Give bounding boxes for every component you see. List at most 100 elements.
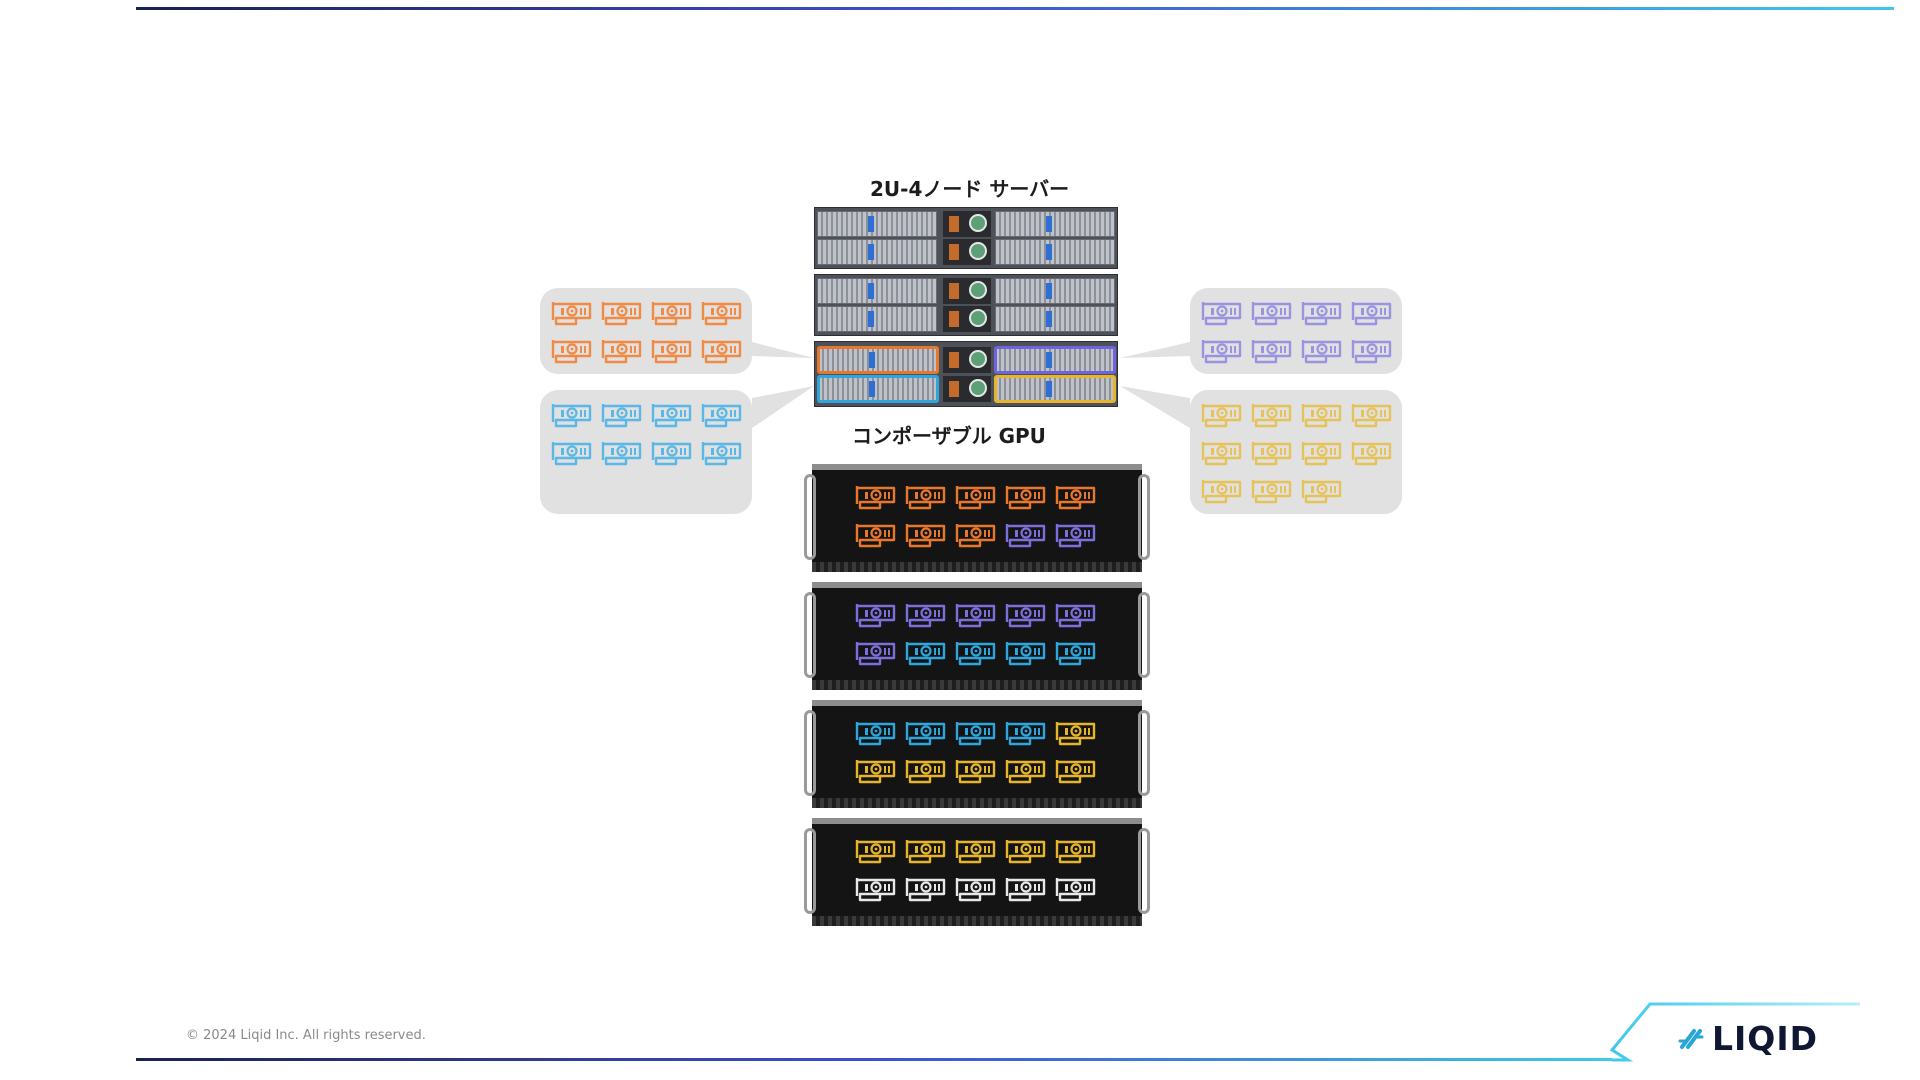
gpu-card-icon — [905, 760, 946, 784]
gpu-card-icon — [1351, 404, 1392, 428]
gpu-card-icon — [955, 722, 996, 746]
gpu-card-icon — [651, 442, 692, 466]
bottom-accent-rule — [136, 1058, 1612, 1061]
server-node — [995, 306, 1115, 332]
gpu-card-icon — [1201, 480, 1242, 504]
gpu-card-icon — [551, 340, 592, 364]
gpu-card-icon — [1005, 878, 1046, 902]
gpu-chassis — [804, 464, 1150, 572]
gpu-card-icon — [1301, 480, 1342, 504]
chassis-vent — [812, 562, 1142, 572]
server-chassis-top — [814, 207, 1118, 269]
gpu-slots — [854, 718, 1098, 786]
gpu-card-icon — [855, 524, 896, 548]
gpu-card-icon — [1201, 302, 1242, 326]
chassis-rail — [812, 700, 1142, 706]
gpu-card-icon — [701, 340, 742, 364]
gpu-slots — [854, 482, 1098, 550]
gpu-card-icon — [651, 302, 692, 326]
gpu-chassis — [804, 700, 1150, 808]
gpu-card-icon — [1201, 404, 1242, 428]
gpu-bubble-yellow — [1190, 390, 1402, 514]
gpu-card-icon — [955, 840, 996, 864]
gpu-card-icon — [651, 340, 692, 364]
gpu-card-icon — [701, 302, 742, 326]
server-node — [817, 278, 937, 304]
gpu-card-icon — [955, 642, 996, 666]
gpu-card-icon — [1301, 404, 1342, 428]
chassis-rail — [812, 464, 1142, 470]
chassis-rail — [812, 582, 1142, 588]
gpu-card-icon — [1351, 442, 1392, 466]
pointer-blue — [752, 386, 814, 428]
server-node — [995, 239, 1115, 265]
gpu-card-icon — [855, 604, 896, 628]
gpu-card-icon — [1005, 760, 1046, 784]
gpu-card-icon — [1055, 604, 1096, 628]
gpu-card-icon — [1005, 642, 1046, 666]
gpu-card-icon — [955, 760, 996, 784]
server-chassis-bottom — [814, 341, 1118, 407]
gpu-card-icon — [855, 760, 896, 784]
server-node — [995, 278, 1115, 304]
gpu-card-icon — [551, 404, 592, 428]
gpu-card-icon — [855, 878, 896, 902]
gpu-card-icon — [1251, 480, 1292, 504]
node-highlight-blue — [817, 375, 939, 403]
chassis-vent — [812, 680, 1142, 690]
gpu-card-icon — [1005, 840, 1046, 864]
gpu-card-icon — [905, 486, 946, 510]
power-supply — [943, 347, 991, 373]
gpu-card-icon — [955, 486, 996, 510]
pointer-purple — [1120, 342, 1190, 358]
power-supply — [943, 239, 991, 265]
power-supply — [943, 306, 991, 332]
gpu-card-icon — [1251, 404, 1292, 428]
power-supply — [943, 278, 991, 304]
server-node — [817, 239, 937, 265]
liqid-logo: LIQID — [1676, 1019, 1818, 1058]
gpu-card-icon — [1301, 442, 1342, 466]
chassis-vent — [812, 798, 1142, 808]
gpu-card-icon — [1005, 604, 1046, 628]
gpu-card-icon — [601, 442, 642, 466]
gpu-bubble-blue — [540, 390, 752, 514]
gpu-card-icon — [855, 840, 896, 864]
server-node — [817, 306, 937, 332]
gpu-card-icon — [1005, 524, 1046, 548]
gpu-slots — [854, 600, 1098, 668]
gpu-card-icon — [1351, 302, 1392, 326]
node-highlight-purple — [994, 346, 1116, 374]
gpu-card-icon — [1055, 642, 1096, 666]
gpu-card-icon — [1201, 340, 1242, 364]
server-chassis-middle — [814, 274, 1118, 336]
gpu-card-icon — [1055, 486, 1096, 510]
gpu-card-icon — [701, 404, 742, 428]
server-2u-4node — [814, 207, 1118, 407]
gpu-card-icon — [855, 486, 896, 510]
top-accent-rule — [136, 7, 1894, 10]
gpu-card-icon — [1005, 486, 1046, 510]
pointer-orange — [752, 342, 814, 358]
gpu-card-icon — [601, 404, 642, 428]
composable-gpu-label: コンポーザブル GPU — [852, 424, 1046, 448]
gpu-card-icon — [601, 340, 642, 364]
power-supply — [943, 376, 991, 402]
gpu-card-icon — [905, 604, 946, 628]
gpu-card-icon — [905, 878, 946, 902]
server-node — [817, 211, 937, 237]
gpu-card-icon — [1251, 302, 1292, 326]
chassis-vent — [812, 916, 1142, 926]
gpu-card-icon — [905, 524, 946, 548]
gpu-card-icon — [551, 442, 592, 466]
gpu-slots — [854, 836, 1098, 904]
copyright-text: © 2024 Liqid Inc. All rights reserved. — [186, 1028, 426, 1043]
gpu-bubble-orange — [540, 288, 752, 374]
gpu-card-icon — [1301, 340, 1342, 364]
node-highlight-yellow — [994, 375, 1116, 403]
gpu-card-icon — [855, 642, 896, 666]
gpu-card-icon — [855, 722, 896, 746]
gpu-card-icon — [701, 442, 742, 466]
gpu-card-icon — [1055, 722, 1096, 746]
